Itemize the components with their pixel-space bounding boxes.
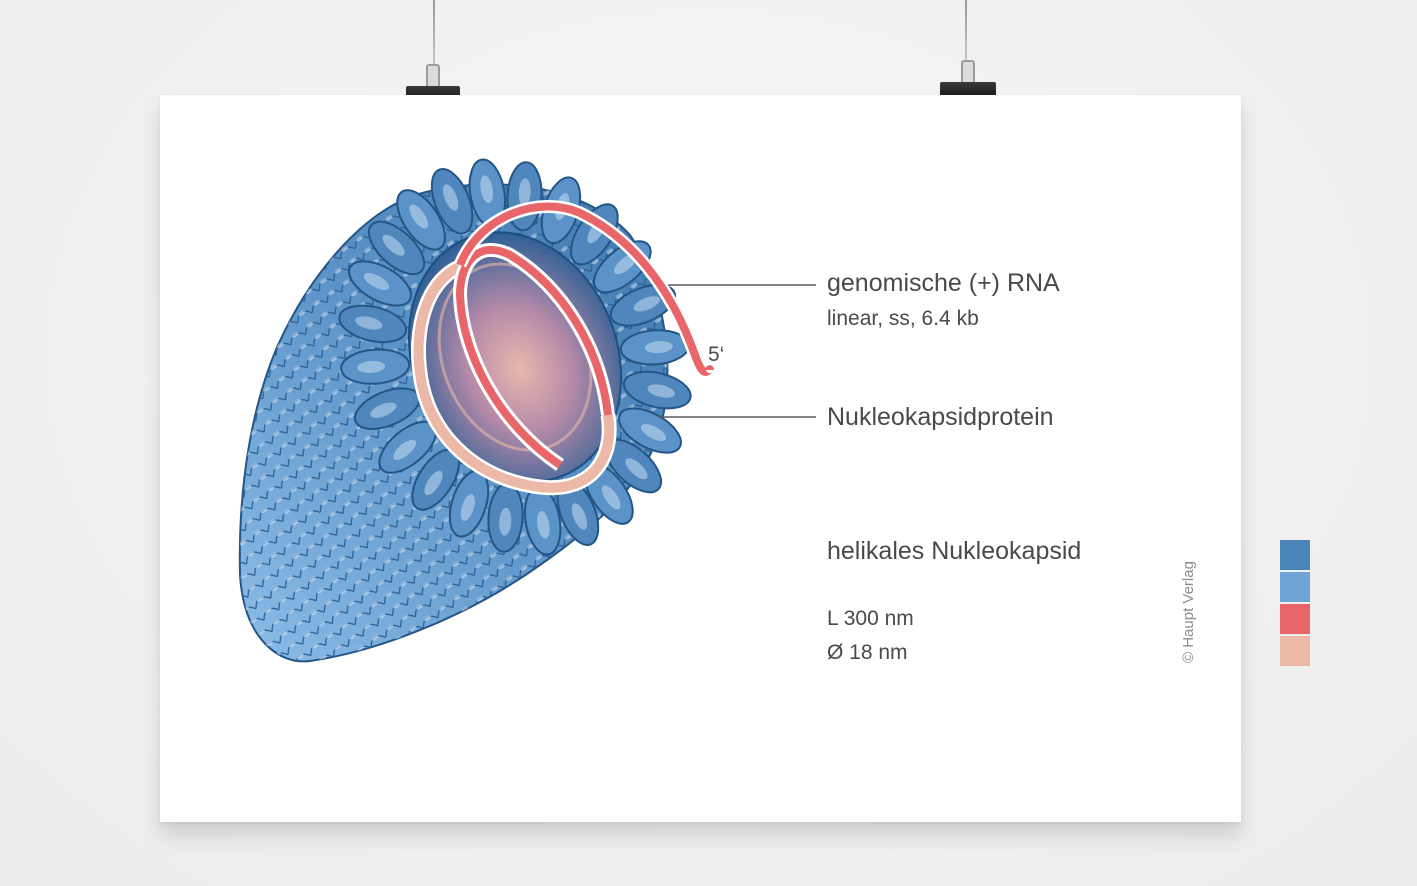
swatch-red (1280, 604, 1310, 634)
capsid-petal-highlight (625, 458, 648, 480)
protein-label: Nukleokapsidprotein (827, 403, 1054, 431)
nucleocapsid-illustration (238, 158, 816, 663)
capsid-petal-highlight (382, 234, 405, 256)
rna-title: genomische (+) RNA (827, 269, 1060, 297)
capsid-petal-highlight (424, 470, 443, 496)
capsid-petal-highlight (409, 204, 429, 229)
capsid-petal-highlight (536, 510, 550, 539)
capsid-petal-highlight (393, 439, 417, 460)
capsid-petal-highlight (518, 178, 531, 207)
capsid-petal-highlight (357, 360, 386, 373)
capsid-petal-highlight (442, 184, 459, 211)
capsid-petal-highlight (363, 272, 390, 291)
structure-label: helikales Nukleokapsid (827, 537, 1082, 565)
capsid-petal-highlight (613, 254, 637, 275)
color-palette (1280, 540, 1310, 668)
rna-detail: linear, ss, 6.4 kb (827, 307, 979, 330)
capsid-petal-highlight (460, 494, 475, 521)
hanging-wire-right (965, 0, 967, 64)
capsid-petal-highlight (601, 485, 621, 510)
capsid-petal-highlight (633, 296, 660, 312)
swatch-pink (1280, 636, 1310, 666)
capsid-petal-highlight (499, 507, 512, 536)
diameter-label: Ø 18 nm (827, 641, 908, 664)
copyright-text: © Haupt Verlag (1180, 561, 1197, 663)
five-prime-label: 5‘ (708, 343, 725, 366)
capsid-petal-highlight (571, 503, 588, 530)
swatch-blue-dark (1280, 540, 1310, 570)
swatch-blue-light (1280, 572, 1310, 602)
capsid-petal-highlight (644, 341, 673, 354)
length-label: L 300 nm (827, 607, 914, 630)
capsid-petal-highlight (370, 402, 397, 418)
capsid-petal-highlight (647, 384, 675, 398)
hanging-wire-left (433, 0, 435, 68)
capsid-petal-highlight (480, 175, 494, 204)
poster: 5‘ genomische (+) RNA linear, ss, 6.4 kb… (160, 95, 1241, 822)
capsid-petal-highlight (355, 316, 383, 330)
capsid-petal-highlight (640, 423, 667, 442)
